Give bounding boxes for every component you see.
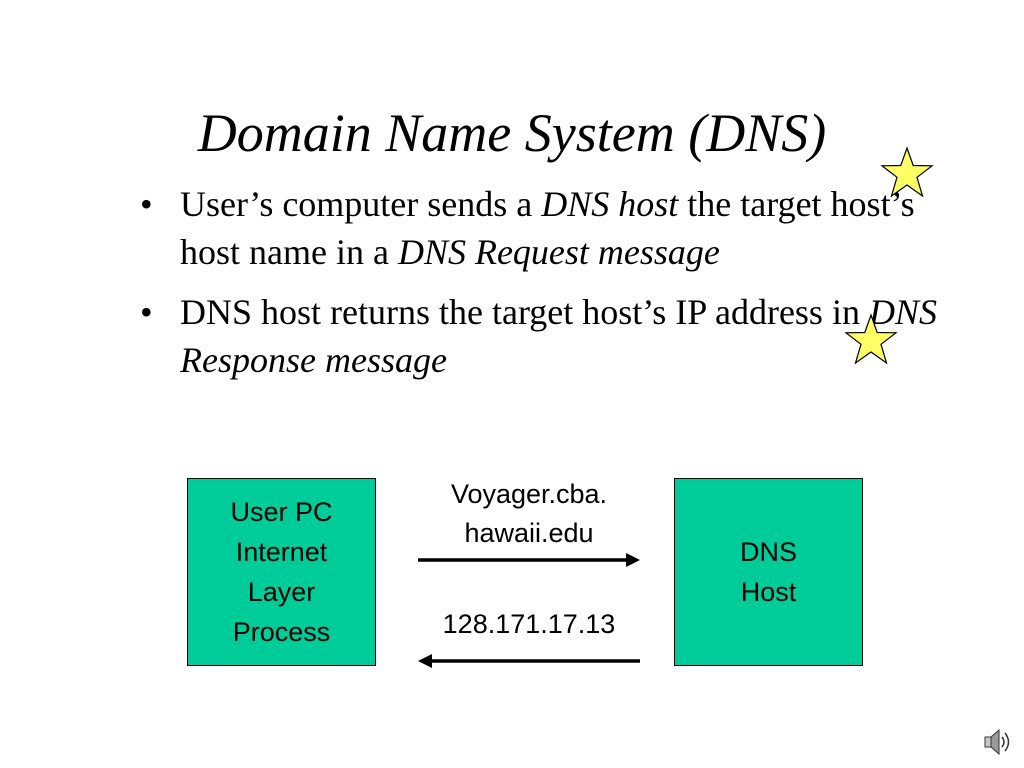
request-label-line: hawaii.edu bbox=[464, 518, 594, 548]
box-line: Process bbox=[232, 617, 331, 647]
response-arrow bbox=[418, 654, 640, 668]
box-line: Layer bbox=[247, 577, 316, 607]
response-label: 128.171.17.13 bbox=[442, 609, 616, 639]
bullet-marker: • bbox=[140, 184, 153, 224]
bullet-list: • User’s computer sends a DNS host the t… bbox=[140, 180, 940, 396]
box-line: Internet bbox=[235, 537, 328, 567]
dns-host-box: DNS Host bbox=[674, 478, 863, 666]
bullet-emphasis: DNS host bbox=[541, 184, 679, 224]
speaker-icon[interactable] bbox=[983, 727, 1013, 757]
slide-title: Domain Name System (DNS) bbox=[197, 103, 827, 163]
bullet-text: User’s computer sends a bbox=[180, 184, 542, 224]
box-line: User PC bbox=[230, 497, 333, 527]
bullet-text: DNS host returns the target host’s IP ad… bbox=[180, 292, 869, 332]
request-arrow bbox=[418, 553, 640, 567]
star-icon bbox=[880, 146, 934, 198]
request-label: Voyager.cba. hawaii.edu bbox=[409, 475, 649, 553]
bullet-marker: • bbox=[140, 292, 153, 332]
request-label-line: Voyager.cba. bbox=[450, 479, 608, 509]
bullet-emphasis: DNS Response message bbox=[180, 292, 937, 380]
bullet-item: • DNS host returns the target host’s IP … bbox=[140, 288, 940, 384]
box-line: Host bbox=[740, 577, 797, 607]
star-icon bbox=[844, 313, 898, 365]
user-pc-box: User PC Internet Layer Process bbox=[187, 478, 376, 666]
bullet-text: the target host’s host name in a bbox=[180, 184, 915, 272]
bullet-item: • User’s computer sends a DNS host the t… bbox=[140, 180, 940, 276]
box-line: DNS bbox=[739, 537, 797, 567]
bullet-emphasis: DNS Request message bbox=[397, 232, 720, 272]
